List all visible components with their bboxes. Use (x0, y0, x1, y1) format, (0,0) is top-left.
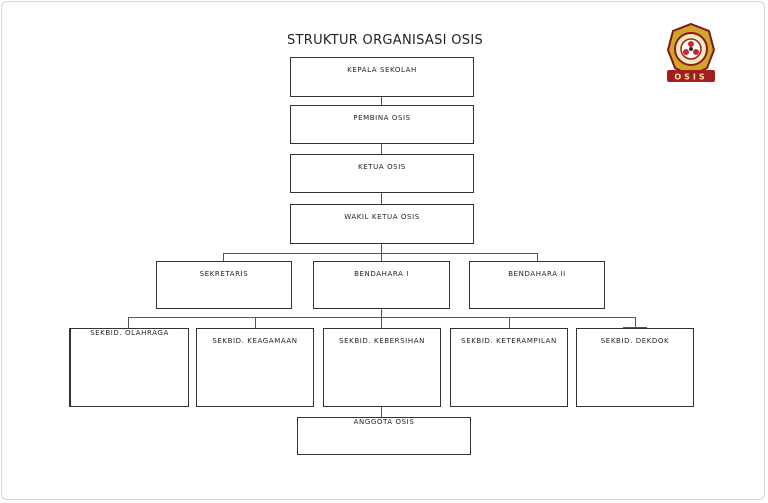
connector-line (128, 317, 636, 318)
node-ketua-osis: KETUA OSIS (290, 154, 474, 193)
node-wakil-ketua-osis: WAKIL KETUA OSIS (290, 204, 474, 244)
node-sekretaris: SEKRETARIS (156, 261, 292, 309)
connector-line (381, 193, 382, 204)
connector-line (381, 308, 382, 317)
connector-line (381, 97, 382, 105)
node-sekbid-kebersihan: SEKBID. KEBERSIHAN (323, 328, 441, 407)
connector-line (255, 317, 256, 328)
osis-logo: OSIS (666, 22, 716, 82)
node-sekbid-keagamaan: SEKBID. KEAGAMAAN (196, 328, 314, 407)
connector-line (381, 244, 382, 254)
connector-line (381, 144, 382, 154)
node-anggota-osis: ANGGOTA OSIS (297, 417, 471, 455)
node-bendahara-1: BENDAHARA I (313, 261, 450, 309)
node-bendahara-2: BENDAHARA II (469, 261, 605, 309)
connector-line (381, 253, 382, 261)
connector-line (509, 317, 510, 328)
logo-text: OSIS (674, 73, 707, 82)
node-sekbid-dekdok: SEKBID. DEKDOK (576, 328, 694, 407)
connector-line (223, 253, 224, 261)
node-sekbid-olahraga: SEKBID. OLAHRAGA (69, 328, 189, 407)
node-pembina-osis: PEMBINA OSIS (290, 105, 474, 144)
connector-line (623, 327, 647, 328)
connector-line (635, 317, 636, 328)
connector-line (128, 317, 129, 328)
connector-line (223, 253, 537, 254)
connector-line (537, 253, 538, 261)
chart-title: STRUKTUR ORGANISASI OSIS (286, 33, 484, 48)
node-kepala-sekolah: KEPALA SEKOLAH (290, 57, 474, 97)
node-sekbid-keterampilan: SEKBID. KETERAMPILAN (450, 328, 568, 407)
